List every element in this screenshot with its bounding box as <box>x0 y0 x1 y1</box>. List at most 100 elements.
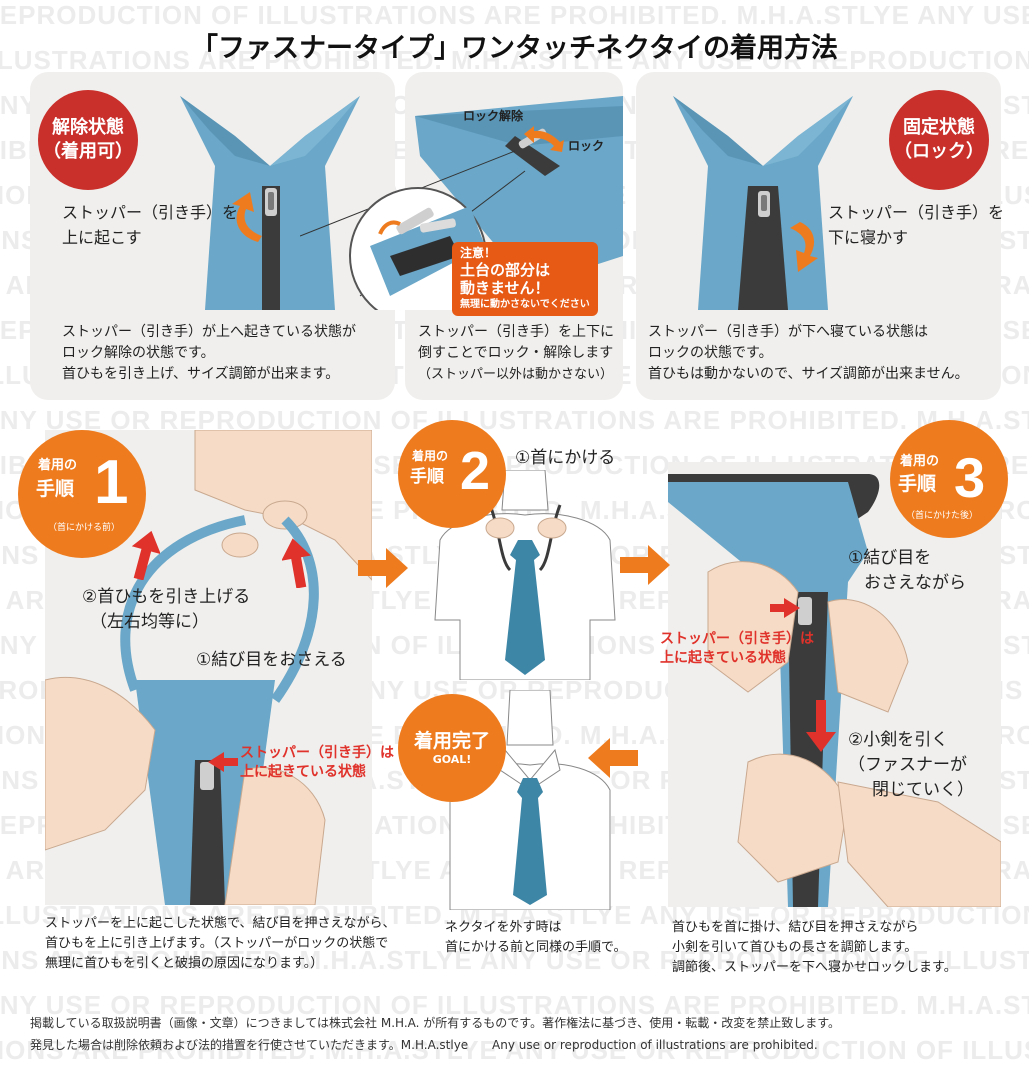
badge-unlocked: 解除状態 （着用可） <box>38 90 138 190</box>
step1-badge-prefix: 着用の <box>38 458 78 473</box>
tie-unlocked-illustration <box>180 96 360 310</box>
step2-man-illustration <box>434 470 616 680</box>
step1-pointer-arrow-icon <box>208 752 238 772</box>
step1-arrow-up-right-icon <box>282 538 311 588</box>
flow-arrow-right-2-icon <box>620 545 670 585</box>
step3-hold-label: ①結び目を おさえながら <box>848 546 966 596</box>
step2-desc-line2: 首にかける前と同様の手順で。 <box>445 940 627 955</box>
step3-badge-number: 3 <box>954 446 986 509</box>
complete-badge: 着用完了 GOAL! <box>398 694 506 802</box>
page-title: 「ファスナータイプ」ワンタッチネクタイの着用方法 <box>191 33 838 64</box>
step3-desc-line3: 調節後、ストッパーを下へ寝かせロックします。 <box>672 960 957 975</box>
arrow-up-icon <box>232 192 262 242</box>
locked-label-line1: ストッパー（引き手）を <box>828 203 1005 222</box>
step3-hold-line2: おさえながら <box>864 573 966 593</box>
step3-hands-illustration <box>668 474 1001 907</box>
flow-arrow-right-icon <box>358 548 408 588</box>
step3-hold-line1: ①結び目を <box>848 548 932 568</box>
step1-desc-line1: ストッパーを上に起こした状態で、結び目を押さえながら、 <box>45 916 396 931</box>
caution-line4: 無理に動かさないでください <box>460 299 590 310</box>
lock-direction-arrow-icon <box>524 126 564 152</box>
lock-release-label: ロック解除 <box>463 109 524 123</box>
badge-unlocked-line2: （着用可） <box>43 141 133 162</box>
step3-desc-line2: 小剣を引いて首ひもの長さを調節します。 <box>672 940 918 955</box>
unlocked-label: ストッパー（引き手）を 上に起こす <box>62 200 238 250</box>
middle-desc-line2: 倒すことでロック・解除します <box>418 345 614 361</box>
locked-desc-line1: ストッパー（引き手）が下へ寝ている状態は <box>648 324 928 340</box>
locked-label-line2: 下に寝かす <box>828 228 909 247</box>
footer-line1: 掲載している取扱説明書（画像・文章）につきましては株式会社 M.H.A. が所有… <box>30 1016 841 1030</box>
step3-badge: 着用の 手順 3 （首にかけた後） <box>890 420 1008 538</box>
watermark-line: ONS ARE PROHIBITED. M.H.A.STLYE ANY USE … <box>0 945 1029 975</box>
step3-arrow-down-icon <box>806 700 836 752</box>
badge-locked-line1: 固定状態 <box>903 117 975 138</box>
watermark-line: TIONS ARE PROHIBITED. M.H.A.STLYE ANY US… <box>0 1035 1029 1065</box>
locked-desc-line3: 首ひもは動かないので、サイズ調節が出来ません。 <box>648 366 969 382</box>
step1-red-note-line2: 上に起きている状態 <box>240 764 366 780</box>
step3-badge-word: 手順 <box>898 473 937 495</box>
caution-line3: 動きません！ <box>460 279 550 297</box>
step3-description: 首ひもを首に掛け、結び目を押さえながら 小剣を引いて首ひもの長さを調節します。 … <box>672 918 957 978</box>
footer-line2: 発見した場合は削除依頼および法的措置を行使させていただきます。M.H.A.stl… <box>30 1036 818 1053</box>
step3-red-note-line1: ストッパー（引き手）は <box>660 631 814 647</box>
middle-desc-line1: ストッパー（引き手）を上下に <box>418 324 614 340</box>
badge-locked-line2: （ロック） <box>894 141 984 162</box>
step1-badge-note: （首にかける前） <box>48 523 121 533</box>
step3-pull-line1: ②小剣を引く <box>848 730 949 750</box>
middle-desc-line3: （ストッパー以外は動かさない） <box>418 367 614 382</box>
step1-hands-illustration <box>45 430 372 905</box>
step3-pull-line3: 閉じていく） <box>872 780 974 800</box>
step2-badge-prefix: 着用の <box>412 449 449 463</box>
step3-pull-line2: （ファスナーが <box>848 755 967 775</box>
step1-red-note-line1: ストッパー（引き手）は <box>240 745 394 761</box>
locked-label: ストッパー（引き手）を 下に寝かす <box>828 200 1004 250</box>
step1-description: ストッパーを上に起こした状態で、結び目を押さえながら、 首ひもを上に引き上げます… <box>45 914 395 974</box>
step1-badge: 着用の 手順 1 （首にかける前） <box>18 430 146 558</box>
locked-description: ストッパー（引き手）が下へ寝ている状態は ロックの状態です。 首ひもは動かないの… <box>648 322 969 385</box>
unlocked-label-line1: ストッパー（引き手）を <box>62 203 239 222</box>
step1-hold-label: ①結び目をおさえる <box>196 650 347 670</box>
footer-line2-en: Any use or reproduction of illustrations… <box>492 1038 818 1052</box>
middle-description: ストッパー（引き手）を上下に 倒すことでロック・解除します （ストッパー以外は動… <box>418 322 614 385</box>
complete-badge-line2: GOAL! <box>432 753 472 766</box>
unlocked-label-line2: 上に起こす <box>62 228 142 247</box>
badge-locked: 固定状態 （ロック） <box>889 90 989 190</box>
locked-desc-line2: ロックの状態です。 <box>648 345 773 361</box>
step1-pull-label: ②首ひもを引き上げる （左右均等に） <box>82 585 250 635</box>
unlocked-desc-line1: ストッパー（引き手）が上へ起きている状態が <box>62 324 356 340</box>
step3-red-note-line2: 上に起きている状態 <box>660 650 786 666</box>
step3-badge-note: （首にかけた後） <box>906 511 979 521</box>
zipper-closeup-illustration <box>300 96 623 310</box>
step3-pull-label: ②小剣を引く （ファスナーが 閉じていく） <box>848 728 974 803</box>
watermark-line: LLUSTRATIONS ARE PROHIBITED. M.H.A.STLYE… <box>0 45 1029 75</box>
badge-unlocked-line1: 解除状態 <box>52 117 124 138</box>
step3-badge-prefix: 着用の <box>900 454 940 469</box>
flow-arrow-left-icon <box>588 738 638 778</box>
step2-badge-word: 手順 <box>410 467 444 487</box>
unlocked-description: ストッパー（引き手）が上へ起きている状態が ロック解除の状態です。 首ひもを引き… <box>62 322 356 385</box>
step1-badge-word: 手順 <box>36 478 75 500</box>
step1-pull-line2: （左右均等に） <box>90 612 209 632</box>
step3-pointer-arrow-icon <box>770 598 800 618</box>
caution-line1: 注意！ <box>460 246 497 260</box>
step2-badge: 着用の 手順 2 <box>398 420 506 528</box>
watermark-line: ANY USE OR REPRODUCTION OF ILLUSTRATIONS… <box>0 990 1029 1020</box>
step2-label: ①首にかける <box>515 448 616 468</box>
step1-badge-number: 1 <box>94 448 129 517</box>
step1-desc-line2: 首ひもを上に引き上げます。（ストッパーがロックの状態で <box>45 936 389 951</box>
arrow-down-icon <box>790 222 818 272</box>
step1-desc-line3: 無理に首ひもを引くと破損の原因になります。） <box>45 956 324 971</box>
step2-badge-number: 2 <box>460 441 491 501</box>
step3-desc-line1: 首ひもを首に掛け、結び目を押さえながら <box>672 920 919 935</box>
unlocked-desc-line2: ロック解除の状態です。 <box>62 345 215 361</box>
step1-arrow-up-left-icon <box>131 530 160 580</box>
step1-red-note: ストッパー（引き手）は 上に起きている状態 <box>240 744 394 782</box>
caution-note: 注意！ 土台の部分は 動きません！ 無理に動かさないでください <box>452 242 598 316</box>
lock-label: ロック <box>568 139 605 153</box>
complete-badge-line1: 着用完了 <box>413 730 490 752</box>
footer-line2-jp: 発見した場合は削除依頼および法的措置を行使させていただきます。M.H.A.stl… <box>30 1038 469 1052</box>
unlocked-desc-line3: 首ひもを引き上げ、サイズ調節が出来ます。 <box>62 366 340 382</box>
watermark-line: REPRODUCTION OF ILLUSTRATIONS ARE PROHIB… <box>0 0 1029 30</box>
step1-pull-line1: ②首ひもを引き上げる <box>82 587 251 607</box>
caution-line2: 土台の部分は <box>460 261 551 279</box>
